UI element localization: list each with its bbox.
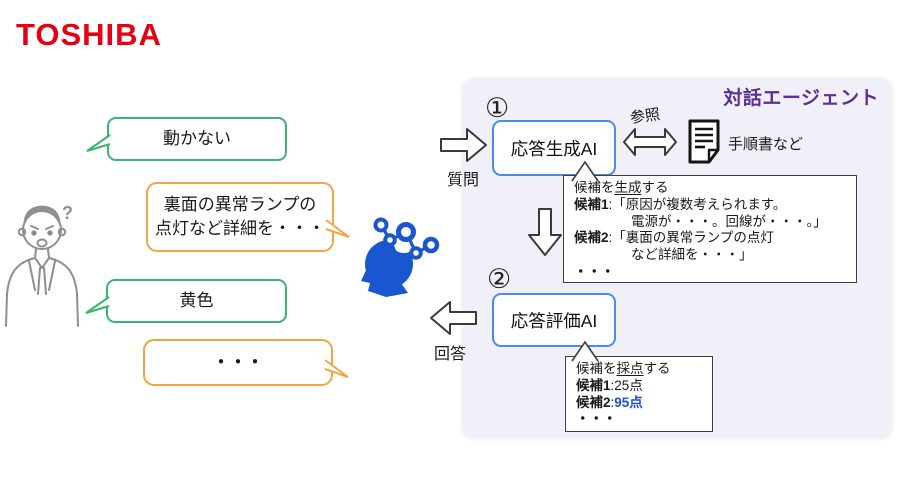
generation-callout: 候補を生成する 候補1:「原因が複数考えられます。 電源が・・・。回線が・・・。…	[563, 175, 857, 283]
agent-bubble-1-line1: 裏面の異常ランプの	[163, 195, 317, 214]
candidate1-line: 候補1:「原因が複数考えられます。	[574, 196, 787, 212]
generation-ai-box: 応答生成AI	[492, 120, 616, 176]
question-arrow-icon	[440, 128, 487, 162]
answer-label: 回答	[434, 346, 467, 363]
ai-brain-icon	[361, 217, 440, 297]
score2-highlight: 95点	[614, 394, 643, 410]
bubble-4-tail-icon	[324, 359, 349, 378]
user-bubble-2: 黄色	[106, 279, 287, 323]
user-bubble-2-text: 黄色	[179, 291, 214, 310]
reference-label: 参照	[629, 105, 662, 127]
document-icon	[688, 119, 720, 164]
candidate2-line: 候補2:「裏面の異常ランプの点灯	[574, 230, 774, 246]
question-mark: ?	[62, 203, 73, 223]
score2-line: 候補2:95点	[576, 394, 643, 410]
evaluation-ai-label: 応答評価AI	[510, 310, 598, 331]
bubble-3-tail-icon	[85, 296, 110, 314]
agent-bubble-2: ・・・	[143, 339, 333, 386]
agent-bubble-1-line2: 点灯など詳細を・・・	[155, 219, 325, 238]
flow-down-arrow-icon	[528, 208, 562, 256]
agent-bubble-1: 裏面の異常ランプの 点灯など詳細を・・・	[146, 182, 334, 252]
scoring-callout-heading: 候補を採点する	[576, 361, 671, 376]
panel-title: 対話エージェント	[723, 88, 879, 109]
toshiba-logo: TOSHIBA	[16, 17, 162, 52]
reference-arrow-icon	[623, 128, 677, 156]
document-label: 手順書など	[728, 136, 804, 153]
question-label: 質問	[447, 172, 480, 189]
generation-callout-ellipsis: ・・・	[574, 263, 615, 279]
step2-number: ②	[487, 264, 512, 294]
evaluation-ai-box: 応答評価AI	[492, 293, 616, 347]
scoring-callout: 候補を採点する 候補1:25点 候補2:95点 ・・・	[565, 356, 713, 432]
score1-line: 候補1:25点	[576, 377, 643, 393]
generation-callout-pointer-icon	[571, 160, 599, 182]
bubble-1-tail-icon	[86, 134, 111, 152]
user-bubble-1: 動かない	[107, 117, 287, 161]
user-bubble-1-text: 動かない	[163, 129, 231, 148]
generation-ai-label: 応答生成AI	[510, 138, 598, 159]
candidate1-continuation: 電源が・・・。回線が・・・。」	[631, 213, 827, 229]
bubble-2-tail-icon	[325, 219, 350, 238]
scoring-callout-ellipsis: ・・・	[576, 411, 617, 427]
candidate2-continuation: など詳細を・・・」	[631, 247, 753, 263]
step1-number: ①	[485, 93, 510, 123]
answer-arrow-icon	[430, 301, 477, 335]
generation-callout-heading: 候補を生成する	[574, 180, 669, 195]
confused-person-icon: ?	[5, 203, 79, 327]
scoring-callout-pointer-icon	[571, 340, 599, 362]
agent-bubble-2-text: ・・・	[212, 352, 264, 372]
